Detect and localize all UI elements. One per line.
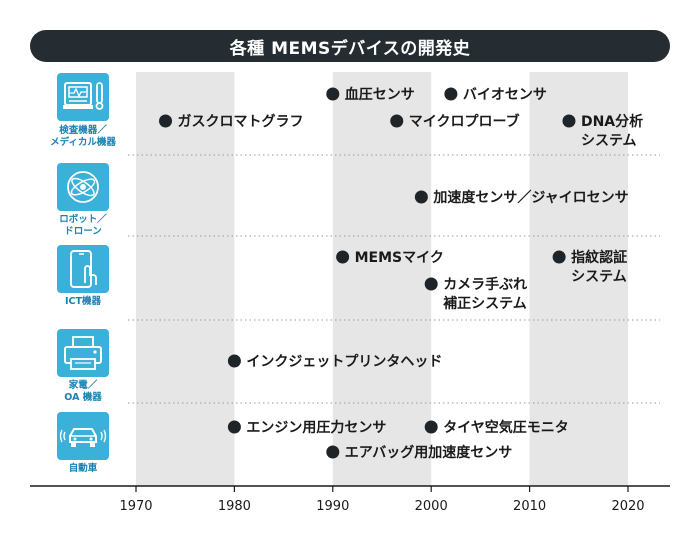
event-marker — [444, 87, 458, 101]
x-tick-label: 2010 — [513, 499, 546, 514]
event-marker — [159, 114, 173, 128]
category-label: 検査機器／メディカル機器 — [40, 125, 126, 149]
x-tick-label: 1980 — [218, 499, 251, 514]
event-label: インクジェットプリンタヘッド — [246, 354, 442, 370]
decade-band — [529, 72, 628, 486]
event-marker — [562, 114, 576, 128]
chart-title: 各種 MEMSデバイスの開発史 — [229, 38, 471, 59]
event-label: 加速度センサ／ジャイロセンサ — [432, 189, 628, 206]
event-label: エアバッグ用加速度センサ — [345, 444, 512, 461]
event-marker — [552, 250, 566, 264]
event-label: カメラ手ぶれ — [443, 276, 527, 293]
printer-icon — [57, 329, 109, 377]
event-marker — [424, 420, 438, 434]
x-tick-label: 1970 — [119, 499, 152, 514]
medical-monitor-icon — [57, 73, 109, 121]
event-label: マイクロプローブ — [409, 113, 520, 130]
event-marker — [227, 354, 241, 368]
event-marker — [390, 114, 404, 128]
title-bar: 各種 MEMSデバイスの開発史 — [30, 30, 670, 62]
category-label-line: 自動車 — [68, 463, 98, 474]
category-label: 家電／OA 機器 — [40, 380, 126, 404]
smartphone-touch-icon — [57, 245, 109, 293]
event-marker — [326, 445, 340, 459]
event-marker — [424, 277, 438, 291]
category-label: ICT機器 — [40, 296, 126, 308]
event-label: MEMSマイク — [355, 250, 444, 266]
category-label-line: OA 機器 — [64, 392, 102, 403]
event-label: 血圧センサ — [345, 86, 415, 103]
decade-band — [136, 72, 235, 486]
event-label: タイヤ空気圧モニタ — [443, 419, 569, 436]
category-label-line: 検査機器／ — [59, 125, 107, 136]
event-label: 指紋認証 — [571, 249, 627, 266]
gyro-orbit-icon — [57, 163, 109, 211]
category-label-line: メディカル機器 — [50, 137, 116, 148]
x-tick-label: 1990 — [316, 499, 349, 514]
category-label-line: 家電／ — [68, 380, 98, 391]
event-marker — [227, 420, 241, 434]
event-label: システム — [581, 133, 637, 149]
category-label-line: ICT機器 — [65, 296, 101, 307]
car-icon — [57, 412, 109, 460]
decade-band — [332, 72, 432, 486]
x-tick-label: 2000 — [415, 499, 448, 514]
event-label: 補正システム — [442, 295, 527, 312]
event-label: エンジン用圧力センサ — [246, 419, 386, 436]
event-marker — [336, 250, 350, 264]
category-label: ロボット／ドローン — [40, 214, 126, 238]
event-marker — [326, 87, 340, 101]
event-label: バイオセンサ — [463, 87, 547, 103]
category-label-line: ドローン — [64, 226, 102, 237]
category-label: 自動車 — [40, 463, 126, 475]
event-label: システム — [571, 269, 627, 285]
event-marker — [414, 190, 428, 204]
category-label-line: ロボット／ — [59, 214, 107, 225]
event-label: DNA分析 — [581, 113, 643, 130]
x-tick-label: 2020 — [611, 499, 644, 514]
event-label: ガスクロマトグラフ — [178, 113, 304, 130]
